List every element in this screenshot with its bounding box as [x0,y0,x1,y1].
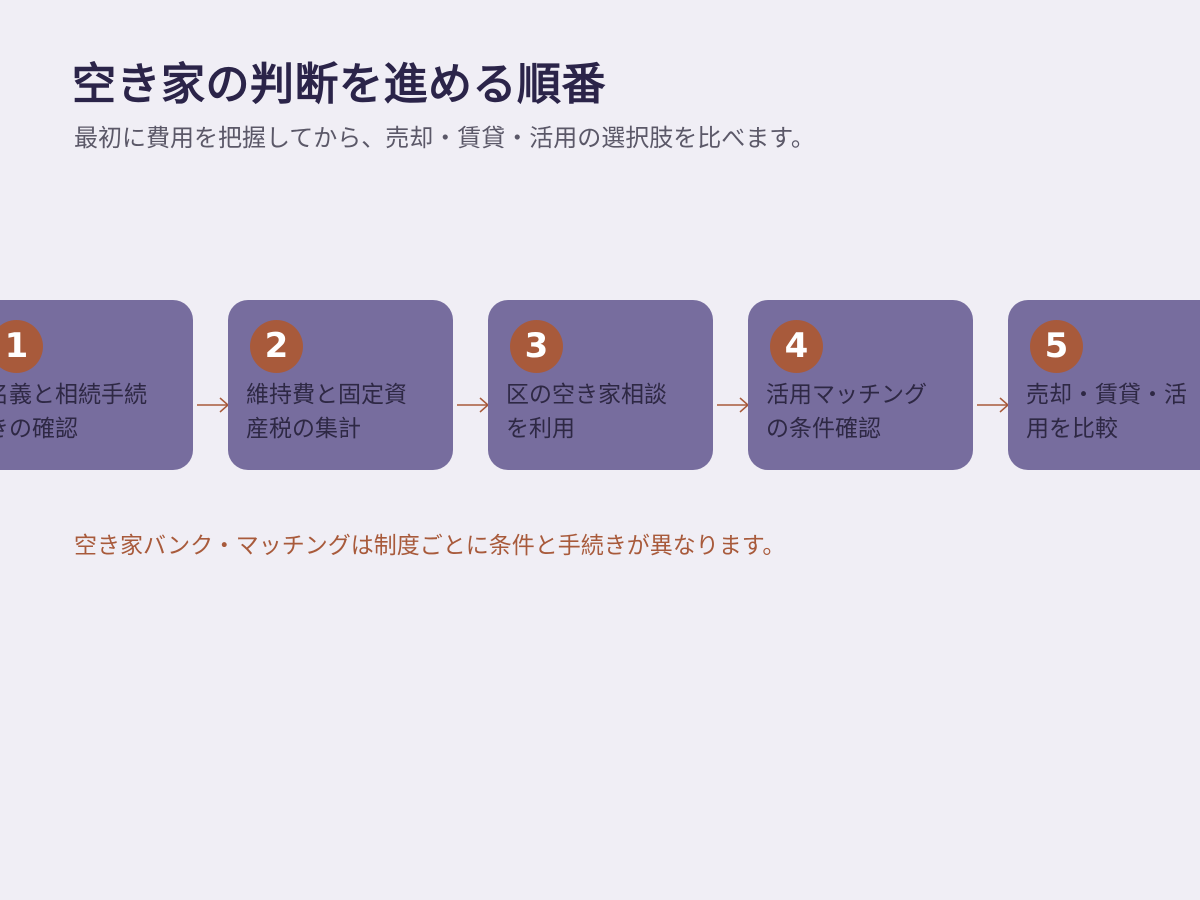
step-label: 維持費と固定資 産税の集計 [246,378,435,446]
step-label: 区の空き家相談 を利用 [506,378,695,446]
step-label-line-1: 活用マッチング [766,382,927,408]
step-number-badge: 2 [250,320,303,373]
step-card-1: 1 名義と相続手続 きの確認 [0,300,193,470]
step-number-badge: 4 [770,320,823,373]
arrow-right-icon [717,397,750,413]
step-label-line-2: 産税の集計 [246,416,361,442]
step-label: 売却・賃貸・活 用を比較 [1026,378,1200,446]
step-card-5: 5 売却・賃貸・活 用を比較 [1008,300,1200,470]
step-card-2: 2 維持費と固定資 産税の集計 [228,300,453,470]
step-label-line-1: 売却・賃貸・活 [1026,382,1187,408]
arrow-right-icon [457,397,490,413]
arrow-right-icon [977,397,1010,413]
step-card-3: 3 区の空き家相談 を利用 [488,300,713,470]
step-number-badge: 5 [1030,320,1083,373]
step-label-line-2: の条件確認 [766,416,881,442]
step-label-line-1: 名義と相続手続 [0,382,147,408]
step-number-badge: 1 [0,320,43,373]
step-label: 名義と相続手続 きの確認 [0,378,175,446]
step-label-line-1: 維持費と固定資 [246,382,407,408]
arrow-right-icon [197,397,230,413]
step-number-badge: 3 [510,320,563,373]
footnote: 空き家バンク・マッチングは制度ごとに条件と手続きが異なります。 [74,533,786,559]
step-label-line-2: きの確認 [0,416,78,442]
page-title: 空き家の判断を進める順番 [72,59,606,110]
step-label-line-2: 用を比較 [1026,416,1118,442]
step-card-4: 4 活用マッチング の条件確認 [748,300,973,470]
step-label: 活用マッチング の条件確認 [766,378,955,446]
step-label-line-1: 区の空き家相談 [506,382,667,408]
step-label-line-2: を利用 [506,416,575,442]
page-subtitle: 最初に費用を把握してから、売却・賃貸・活用の選択肢を比べます。 [74,124,815,152]
